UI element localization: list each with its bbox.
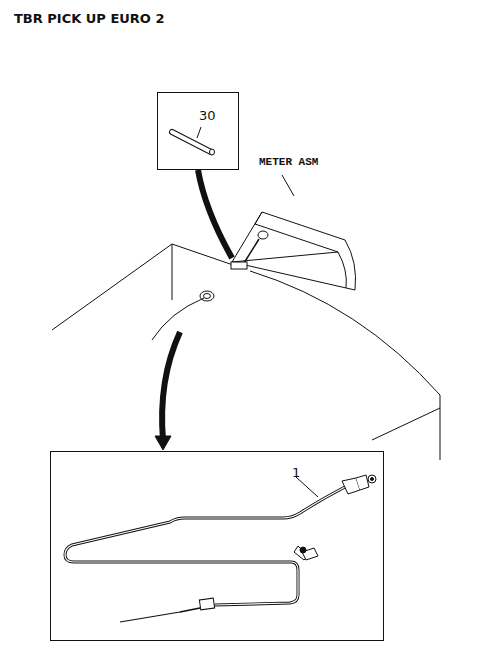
grommet-hole [204,294,211,299]
inset-box: 30 [157,92,239,170]
roof-curve [250,271,440,460]
inset-box: 1 [50,451,384,641]
callout-number: 1 [292,466,300,479]
leader-line [296,477,318,497]
inset-leader [198,170,232,258]
meter-cable [244,239,259,263]
callout-number: 30 [199,109,216,122]
speedometer-cable [65,475,376,622]
rod-part [172,132,211,152]
inset-arrow [155,436,171,450]
part-label: METER ASM [259,157,318,168]
leader-line [197,127,201,138]
cab-edge [372,408,440,440]
cab-outline [52,244,236,330]
page-title: TBR PICK UP EURO 2 [14,12,165,25]
rod-end [210,149,215,155]
inset-leader [162,332,180,440]
rod-part-fill [172,132,211,152]
meter-socket [258,231,268,239]
grommet [200,291,214,301]
cab-edge [172,244,173,300]
meter-edge [255,212,346,288]
bracket [231,262,247,269]
leader-line [282,175,294,196]
meter-assembly [232,212,356,290]
